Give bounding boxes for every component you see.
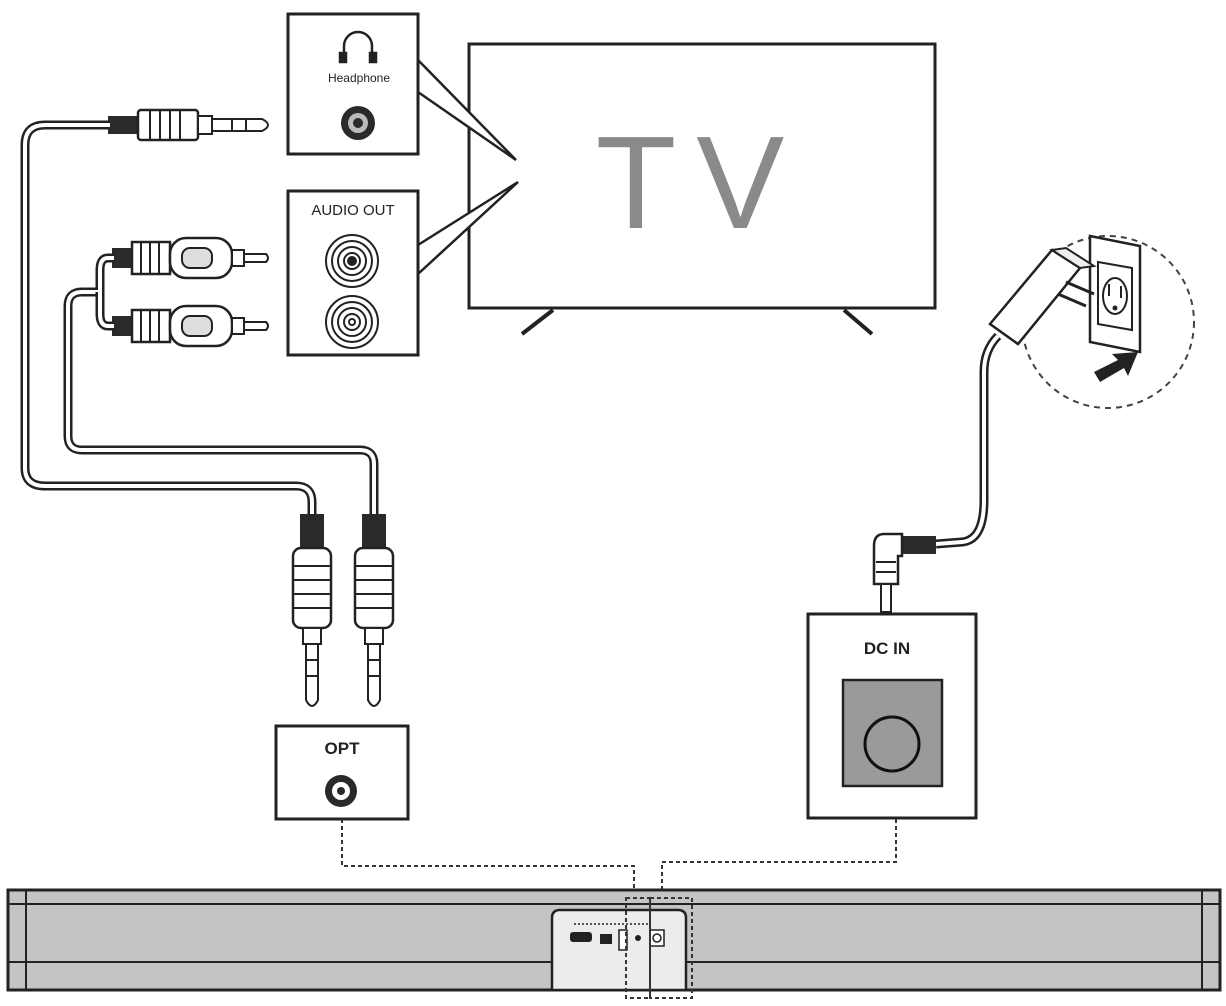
dc-in-panel: DC IN	[806, 612, 978, 820]
rca-jack-top-icon	[325, 234, 379, 288]
power-adapter-icon	[988, 246, 1097, 346]
push-arrow-icon	[1094, 352, 1138, 382]
tv-stand-right	[842, 308, 874, 336]
small-port-icon	[635, 935, 641, 941]
plug-right-icon	[353, 514, 395, 707]
soundbar-port-panel	[550, 908, 688, 992]
usb-port-icon	[570, 932, 592, 942]
wall-outlet-icon	[1088, 234, 1142, 354]
headphone-pointer	[417, 59, 517, 162]
tv-stand-left	[520, 308, 555, 336]
callout-pointers	[417, 59, 519, 275]
dc-port-highlight	[649, 897, 693, 999]
soundbar	[6, 888, 1222, 999]
tv-screen	[467, 42, 937, 310]
leader-lines	[341, 819, 897, 898]
audio-out-pointer	[417, 180, 519, 275]
rca-jack-bottom-icon	[325, 295, 379, 349]
aux-cable	[20, 120, 317, 516]
opt-panel: OPT	[274, 724, 410, 821]
headphone-jack-icon	[341, 106, 375, 140]
headphone-icon	[338, 30, 378, 64]
wall-outlet-detail	[988, 234, 1195, 409]
headphone-panel: Headphone	[286, 12, 420, 156]
dc-leader	[661, 819, 897, 898]
rca-plug-bottom-icon	[112, 304, 269, 348]
opt-jack-icon	[325, 775, 357, 807]
headphone-label: Headphone	[328, 71, 390, 85]
opt-label: OPT	[325, 739, 361, 758]
opt-leader	[341, 819, 635, 898]
rca-plug-top-icon	[112, 236, 269, 280]
aux-port-icon	[600, 934, 612, 944]
tv-label: TV	[596, 109, 805, 256]
audio-out-label: AUDIO OUT	[311, 202, 394, 219]
tv: TV	[467, 42, 937, 336]
dc-in-label: DC IN	[864, 639, 910, 658]
power-cable	[935, 332, 1002, 549]
dc-socket	[841, 678, 944, 788]
audio-out-panel: AUDIO OUT	[286, 189, 420, 357]
dc-socket-hole-icon	[863, 715, 921, 773]
rca-cable	[63, 253, 379, 516]
plug-left-icon	[291, 514, 333, 707]
dc-plug-icon	[872, 532, 936, 613]
dc-port-icon	[649, 929, 665, 947]
aux-plug-icon	[108, 108, 269, 142]
